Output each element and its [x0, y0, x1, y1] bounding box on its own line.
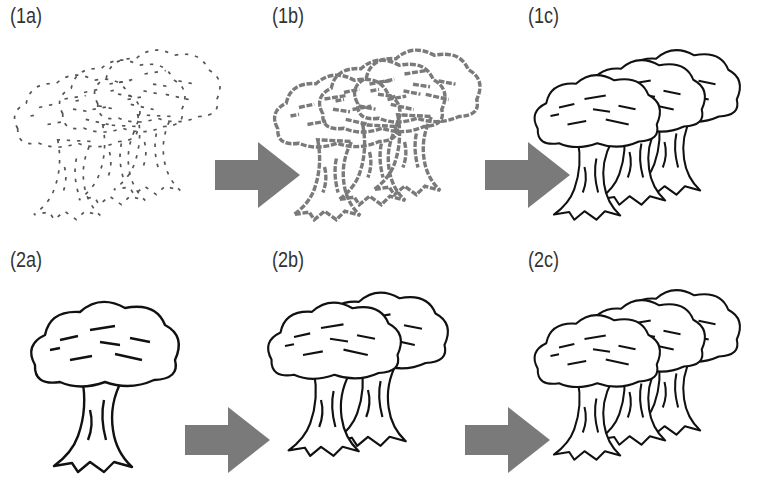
- panel-label: (1b): [272, 4, 304, 28]
- scattered-strokes: [15, 50, 220, 220]
- panel-label: (2a): [10, 248, 42, 272]
- three-trees: [535, 290, 740, 460]
- single-tree: [31, 302, 179, 472]
- tree-group: [535, 50, 740, 220]
- panel-label: (1a): [10, 4, 42, 28]
- panel-label: (2c): [528, 248, 559, 272]
- panel-label: (2b): [272, 248, 304, 272]
- step-arrow: [185, 142, 570, 473]
- rough-trees: [275, 50, 480, 220]
- panel-label: (1c): [528, 4, 559, 28]
- two-trees: [268, 293, 448, 456]
